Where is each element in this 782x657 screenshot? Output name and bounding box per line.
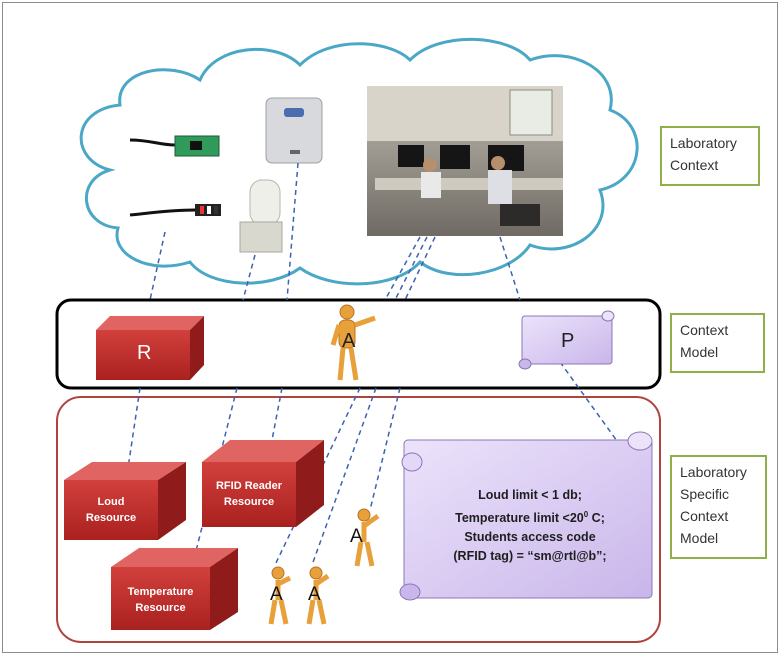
loud-resource-block	[64, 462, 186, 540]
context-model-tag: Context Model	[670, 313, 765, 373]
temperature-probe-photo	[129, 204, 221, 217]
loud-sensor-photo	[129, 135, 220, 157]
rule-access-code-value: (RFID tag) = “sm@rtl@b”;	[453, 549, 607, 564]
agent-letter-2: A	[308, 584, 321, 605]
rule-temperature: Temperature limit <200 C;	[455, 510, 605, 526]
context-model-box	[55, 298, 662, 390]
agent-letter-3: A	[350, 526, 363, 547]
antenna-device-photo	[239, 179, 283, 253]
temperature-resource-label: Temperature Resource	[127, 586, 194, 614]
agent-figure-2	[306, 566, 330, 625]
agent-letter-1: A	[270, 584, 283, 605]
agent-figure-1	[268, 566, 292, 625]
agent-figure-3	[354, 508, 380, 567]
rule-loud: Loud limit < 1 db;	[478, 488, 582, 502]
policy-scroll-p	[518, 310, 615, 370]
lab-specific-tag: Laboratory Specific Context Model	[670, 455, 767, 559]
agent-figure-middle	[330, 304, 376, 381]
loud-resource-label: Loud Resource	[85, 496, 137, 524]
agent-letter: A	[342, 330, 356, 352]
lab-room-photo	[367, 86, 563, 236]
rfid-reader-photo	[265, 97, 323, 164]
resource-letter: R	[137, 342, 152, 364]
temperature-resource-block	[111, 548, 238, 630]
rules-text: Loud limit < 1 db; Temperature limit <20…	[415, 486, 645, 566]
laboratory-context-tag: Laboratory Context	[660, 126, 760, 186]
rules-scroll	[399, 431, 653, 601]
policy-letter: P	[561, 330, 575, 352]
rule-access-code-title: Students access code	[464, 530, 596, 545]
rfid-resource-label: RFID Reader Resource	[215, 480, 283, 508]
resource-block-r	[96, 316, 204, 380]
rfid-resource-block	[202, 440, 324, 527]
